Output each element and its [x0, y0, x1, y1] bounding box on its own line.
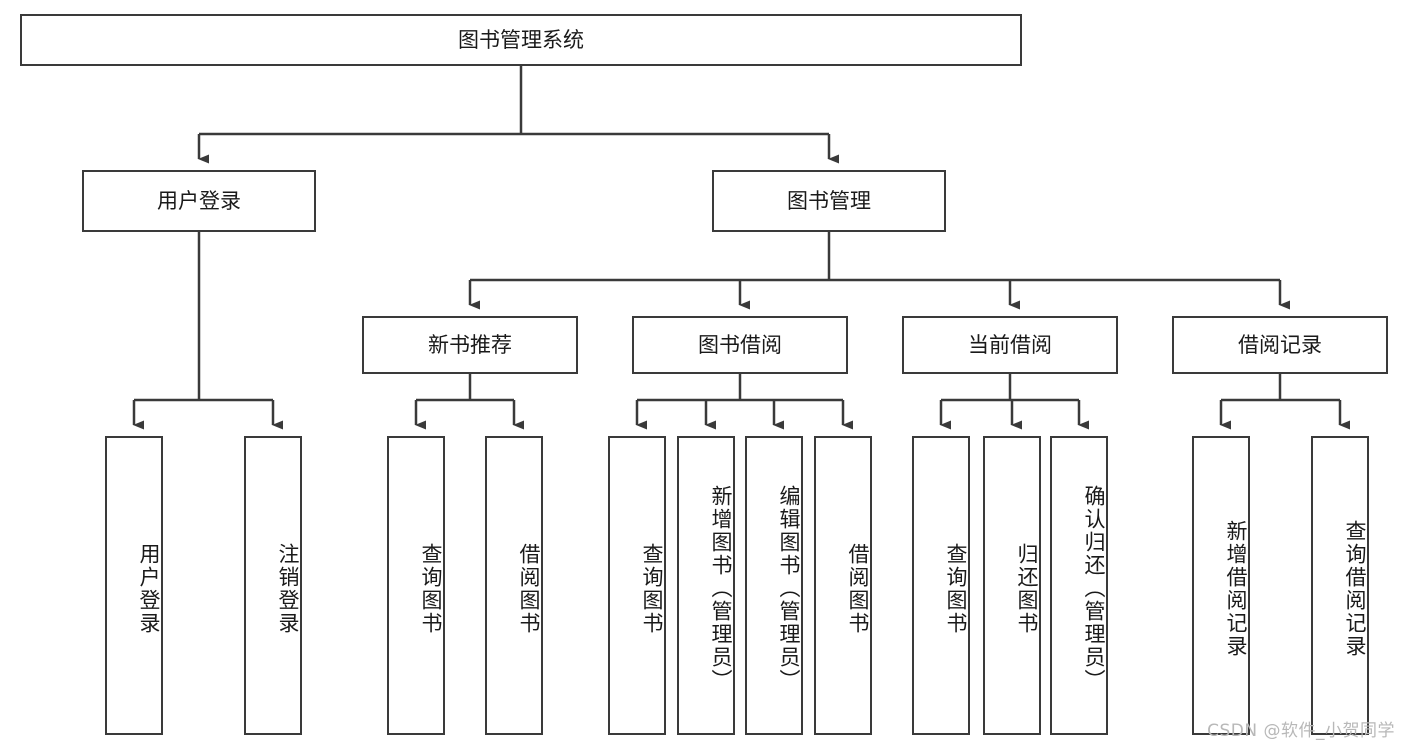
- node-label: 借阅图书: [846, 542, 870, 635]
- node-label: 查询图书: [640, 542, 664, 635]
- node-user-login[interactable]: 用户登录: [82, 170, 316, 232]
- node-label: 借阅图书: [517, 542, 541, 635]
- node-label: 用户登录: [137, 542, 161, 635]
- node-label: 查询借阅记录: [1343, 519, 1367, 658]
- edge-trunk: [470, 232, 1280, 282]
- node-label: 归还图书: [1015, 542, 1039, 635]
- node-label: 注销登录: [276, 542, 300, 635]
- edge-trunk: [637, 374, 843, 402]
- node-leaf-borrow-query-book[interactable]: 查询图书: [608, 436, 666, 735]
- node-leaf-current-return-book[interactable]: 归还图书: [983, 436, 1041, 735]
- node-book-manage[interactable]: 图书管理: [712, 170, 946, 232]
- node-borrow-record[interactable]: 借阅记录: [1172, 316, 1388, 374]
- node-label: 新增借阅记录: [1224, 519, 1248, 658]
- watermark: CSDN @软件_小贺同学: [1207, 721, 1395, 741]
- node-label: 当前借阅: [968, 332, 1052, 357]
- node-label: 用户登录: [157, 188, 241, 213]
- node-label: 借阅记录: [1238, 332, 1322, 357]
- node-label: 确认归还（管理员）: [1082, 485, 1106, 692]
- node-label: 新书推荐: [428, 332, 512, 357]
- node-current-borrow[interactable]: 当前借阅: [902, 316, 1118, 374]
- edge-trunk: [1221, 374, 1340, 402]
- node-leaf-current-query-book[interactable]: 查询图书: [912, 436, 970, 735]
- node-leaf-borrow-add-book[interactable]: 新增图书（管理员）: [677, 436, 735, 735]
- node-leaf-borrow-edit-book[interactable]: 编辑图书（管理员）: [745, 436, 803, 735]
- node-leaf-record-add[interactable]: 新增借阅记录: [1192, 436, 1250, 735]
- node-book-borrow[interactable]: 图书借阅: [632, 316, 848, 374]
- node-leaf-recommend-borrow-book[interactable]: 借阅图书: [485, 436, 543, 735]
- node-label: 查询图书: [419, 542, 443, 635]
- node-leaf-record-query[interactable]: 查询借阅记录: [1311, 436, 1369, 735]
- node-leaf-user-logout[interactable]: 注销登录: [244, 436, 302, 735]
- node-leaf-recommend-query-book[interactable]: 查询图书: [387, 436, 445, 735]
- node-label: 查询图书: [944, 542, 968, 635]
- node-label: 图书管理: [787, 188, 871, 213]
- node-root[interactable]: 图书管理系统: [20, 14, 1022, 66]
- node-leaf-user-login[interactable]: 用户登录: [105, 436, 163, 735]
- node-new-book-recommend[interactable]: 新书推荐: [362, 316, 578, 374]
- edge-trunk: [416, 374, 514, 402]
- node-label: 图书借阅: [698, 332, 782, 357]
- node-leaf-borrow-borrow-book[interactable]: 借阅图书: [814, 436, 872, 735]
- edge-trunk: [134, 232, 273, 402]
- edge-trunk: [941, 374, 1079, 402]
- node-leaf-current-confirm-return[interactable]: 确认归还（管理员）: [1050, 436, 1108, 735]
- edge-trunk: [199, 66, 829, 136]
- node-label: 新增图书（管理员）: [709, 485, 733, 692]
- node-label: 编辑图书（管理员）: [777, 485, 801, 692]
- node-label: 图书管理系统: [458, 27, 584, 52]
